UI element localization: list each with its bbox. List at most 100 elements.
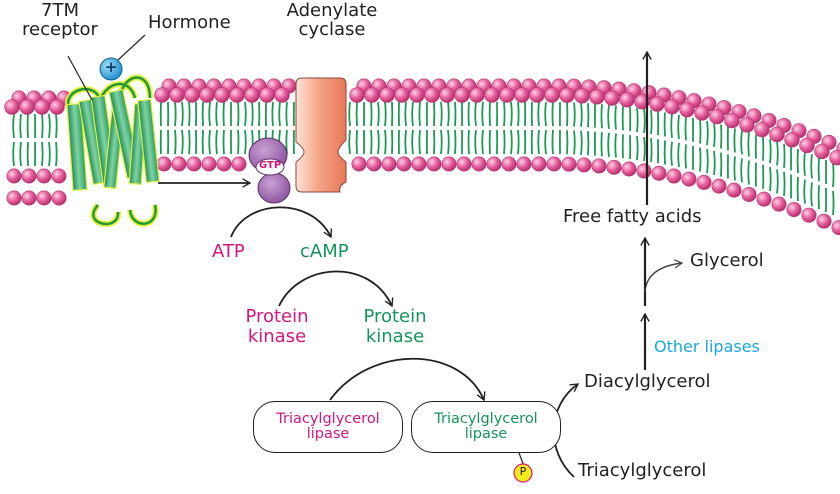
lipid-tail [411,101,414,127]
lipid-head [576,157,592,173]
atp-label: ATP [212,241,245,262]
cyclase-label-line2: cyclase [298,19,366,40]
lipid-tail [551,101,554,127]
cyclase-label-line1: Adenylate [286,0,378,21]
phosphate-label: P [519,465,527,478]
lipid-tail [783,171,786,197]
gtp-label: GTP [259,160,282,171]
lipid-head [274,87,290,103]
lipid-tail [769,139,772,164]
lipid-tail [181,101,184,127]
lipid-tail [573,102,576,127]
lipid-tail [580,102,583,127]
lipid-tail [418,101,421,127]
lipid-tail [643,136,646,162]
lipid-tail [447,101,450,127]
lipid-head [49,99,65,115]
protein-kinase-activation-arrow [278,270,394,308]
lipid-head [696,174,712,190]
lipid-tail [404,101,407,127]
lipid-tail [208,129,211,155]
lipid-head [724,112,740,129]
lipid-head [649,96,665,112]
lipid-head [36,168,52,184]
lipid-tail [174,129,177,155]
lipid-tail [517,101,520,127]
lipid-tail [607,104,610,129]
lipid-tail [271,101,274,127]
lipid-head [216,156,232,172]
lipid-tail [740,130,743,155]
lipid-tail [769,167,772,192]
adenylate-cyclase-label: Adenylate cyclase [278,2,386,39]
lipid-head [214,87,230,103]
gtp-badge [255,158,285,176]
lipid-tail [244,101,247,127]
lipid-tail [370,101,373,127]
lipid-tail [776,169,779,194]
lipid-tail [384,129,387,155]
lipid-head [531,156,547,172]
lipid-head [169,87,185,103]
lipid-head [484,87,500,103]
lipid-head [816,213,832,229]
lipid-tail [411,129,414,155]
lipid-head [201,156,217,172]
lipid-tail [650,109,653,135]
lipid-tail [713,150,716,175]
lipid-head [634,94,650,110]
pk-inactive-line1: Protein [245,306,309,327]
receptor-helices [66,88,160,192]
receptor-label-line2: receptor [22,19,98,40]
hormone-plus-symbol: + [104,58,118,76]
triacylglycerol-label: Triacylglycerol [578,460,707,481]
protein-kinase-active-label: Protein kinase [350,308,440,346]
lipid-tail [41,113,44,139]
lipid-tail [474,129,477,155]
lipid-head [156,156,172,172]
lipid-tail [481,129,484,155]
lipid-head [679,101,695,118]
lipid-tail [447,129,450,155]
lipid-head [171,156,187,172]
lipid-head [651,165,667,181]
pk-inactive-line2: kinase [247,326,307,347]
lipid-tail [706,149,709,174]
lipid-tail [208,101,211,127]
lipid-tail [503,101,506,127]
lipid-head [411,156,427,172]
lipid-tail [636,107,639,133]
hormone-molecule [99,57,123,81]
membrane-inner-lipid-heads [6,156,840,236]
lipid-tail [181,129,184,155]
lipid-tail [503,129,506,155]
tgl-active-line1: Triacylglycerol [434,410,538,427]
membrane-lipid-tails [12,101,835,216]
lipid-tail [278,101,281,127]
lipid-head [591,158,607,174]
lipid-head [664,98,680,115]
lipid-head [349,87,365,103]
glycerol-label: Glycerol [690,250,764,271]
phosphate-group [513,463,533,483]
lipid-head [681,171,697,187]
lipid-head [6,190,22,206]
other-lipases-label: Other lipases [654,337,760,356]
lipid-tail [418,129,421,155]
lipid-tail [440,101,443,127]
lipid-head [424,87,440,103]
lipid-tail [706,121,709,146]
receptor-label-line1: 7TM [41,0,79,21]
lipid-head [364,87,380,103]
lipid-head [589,89,605,105]
lipid-head [831,220,840,236]
lipid-head [186,156,202,172]
lipid-tail [803,151,806,176]
lipid-head [366,156,382,172]
lipid-head [544,87,560,103]
lipid-head [381,156,397,172]
lipid-tail [251,101,254,127]
lipid-head [739,117,755,133]
tgl-inactive-line1: Triacylglycerol [276,410,380,427]
